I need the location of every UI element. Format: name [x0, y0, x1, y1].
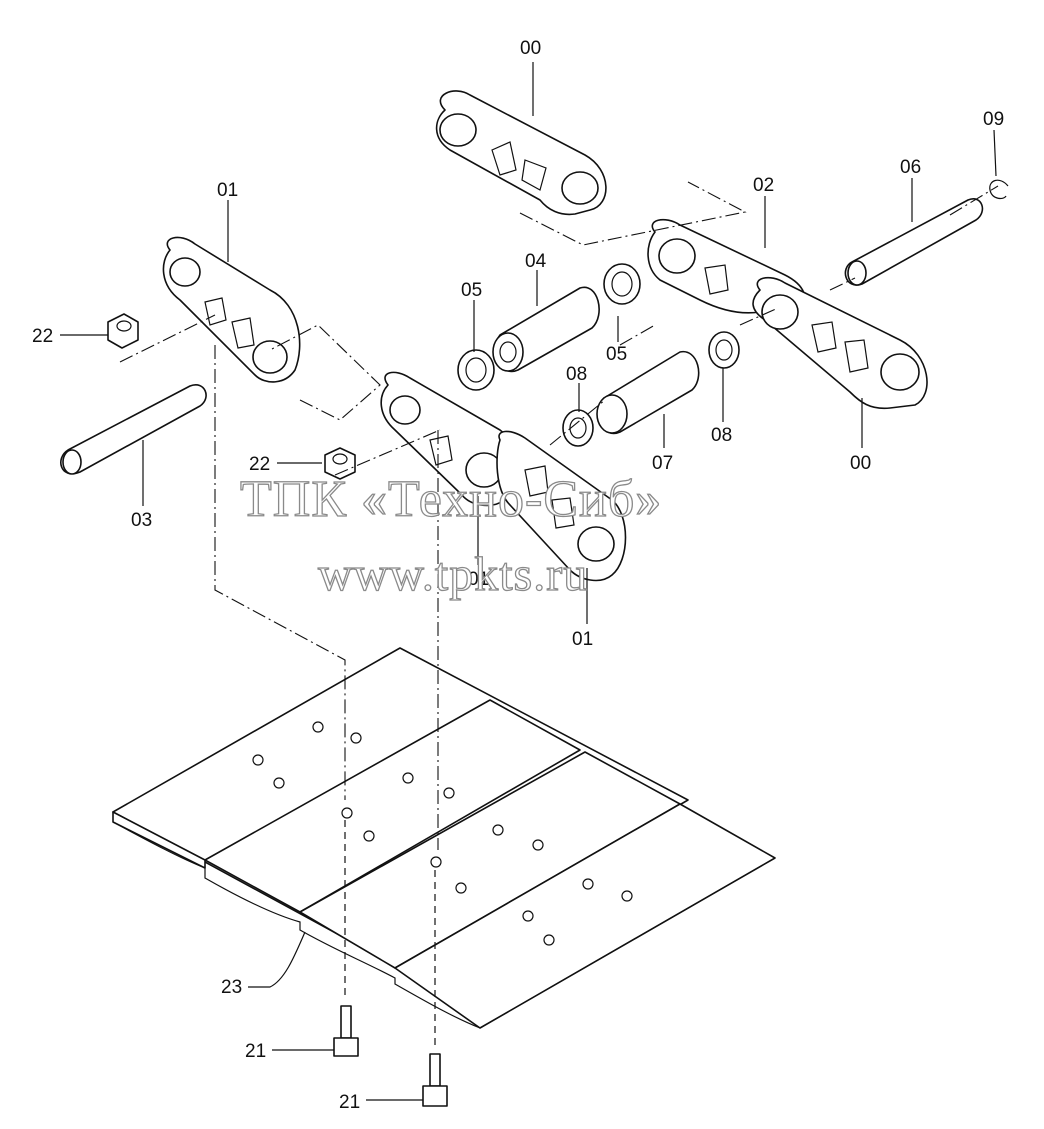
callout-02: 02 — [753, 175, 774, 196]
callout-08-left: 08 — [566, 364, 587, 385]
callout-06: 06 — [900, 157, 921, 178]
assembly-lines — [119, 181, 999, 1050]
track-link-00-right — [752, 276, 928, 410]
seal-05-right — [603, 263, 641, 305]
bushing-07 — [596, 351, 700, 435]
track-shoe-plates — [112, 647, 776, 1029]
callout-05-left: 05 — [461, 280, 482, 301]
callout-05-right: 05 — [606, 344, 627, 365]
callout-22-lower: 22 — [249, 454, 270, 475]
seal-05-left — [457, 349, 495, 391]
bushing-04 — [492, 286, 600, 373]
callout-21-upper: 21 — [245, 1041, 266, 1062]
snap-ring-09 — [989, 179, 1009, 200]
callout-01-middle: 01 — [468, 569, 489, 590]
track-link-01-front — [496, 430, 627, 582]
nut-22-upper — [107, 313, 139, 349]
callout-01-front: 01 — [572, 629, 593, 650]
callout-01-left: 01 — [217, 180, 238, 201]
callout-22-upper: 22 — [32, 326, 53, 347]
callout-23: 23 — [221, 977, 242, 998]
callout-21-lower: 21 — [339, 1092, 360, 1113]
pin-03 — [60, 384, 207, 475]
callout-04: 04 — [525, 251, 547, 272]
callout-08-right: 08 — [711, 425, 732, 446]
watermark-company: ТПК «Техно-Сиб» — [240, 471, 662, 528]
callout-09: 09 — [983, 109, 1004, 130]
callout-labels: 00 09 06 02 01 04 05 05 22 08 08 07 00 0… — [32, 38, 1004, 1113]
washer-08-left — [562, 409, 594, 447]
bolt-21-upper — [333, 1005, 359, 1057]
watermark: ТПК «Техно-Сиб» www.tpkts.ru — [239, 470, 662, 601]
bolt-21-lower — [422, 1053, 448, 1107]
leader-lines — [60, 62, 997, 1101]
callout-07: 07 — [652, 453, 673, 474]
nut-22-lower — [324, 447, 356, 480]
washer-08-right — [708, 331, 740, 369]
track-link-01-left — [162, 236, 301, 383]
pin-06 — [844, 198, 984, 286]
track-link-00-top — [435, 90, 607, 216]
callout-00-top: 00 — [520, 38, 541, 59]
callout-03: 03 — [131, 510, 152, 531]
watermark-url: www.tpkts.ru — [318, 548, 588, 601]
callout-00-right: 00 — [850, 453, 871, 474]
